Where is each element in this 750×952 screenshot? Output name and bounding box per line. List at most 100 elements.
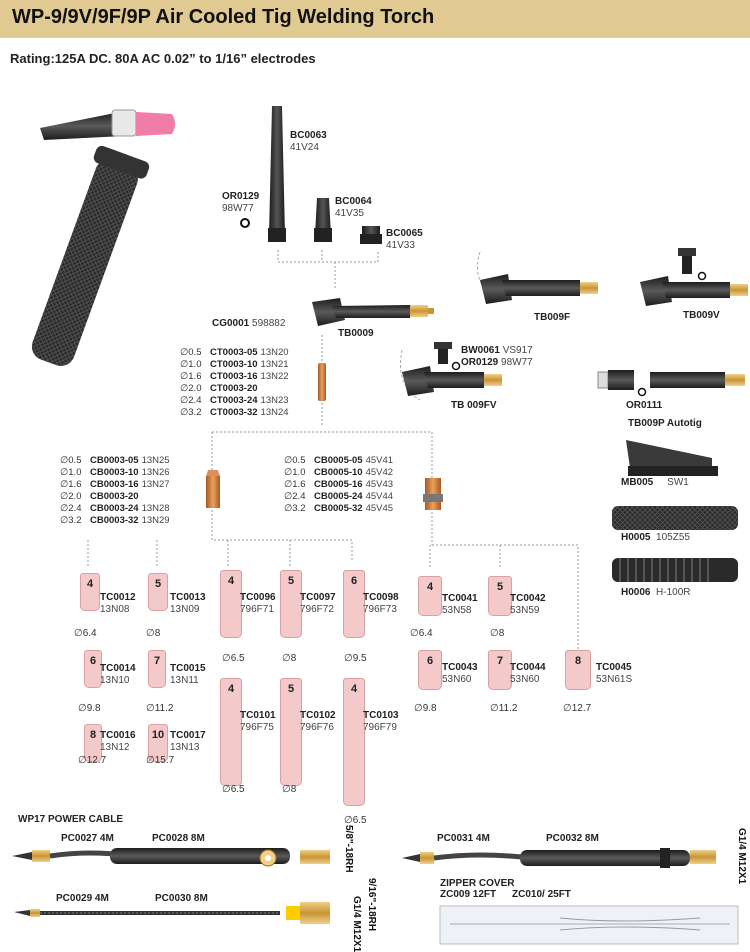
accessory-label: MB005 SW1 xyxy=(621,477,689,488)
cup-diameter: ∅8 xyxy=(146,628,161,639)
cup-size-number: 4 xyxy=(350,683,358,695)
cup-diameter: ∅12.7 xyxy=(78,755,107,766)
ceramic-cup: 6 xyxy=(418,650,442,690)
title-bar xyxy=(0,0,750,38)
cup-diameter: ∅11.2 xyxy=(146,703,174,714)
ceramic-cup: 6 xyxy=(84,650,102,688)
power-cable-3 xyxy=(402,848,716,868)
main-torch-illustration xyxy=(31,109,175,366)
cup-diameter: ∅9.5 xyxy=(344,653,367,664)
page-title: WP-9/9V/9F/9P Air Cooled Tig Welding Tor… xyxy=(12,6,435,28)
thread-label: G1/4 M12X1 xyxy=(736,828,747,885)
ceramic-cup: 5 xyxy=(148,573,168,611)
accessory-label: H0006 H-100R xyxy=(621,587,691,598)
cup-size-number: 4 xyxy=(227,683,235,695)
hose-h0006 xyxy=(612,558,738,582)
ceramic-cup: 10 xyxy=(148,724,168,762)
cup-size-number: 7 xyxy=(496,655,504,667)
zipper-cover-illustration xyxy=(439,905,739,945)
cable-label: PC0028 8M xyxy=(152,833,205,844)
cup-size-number: 8 xyxy=(574,655,582,667)
ceramic-cup: 7 xyxy=(488,650,512,690)
cup-size-number: 8 xyxy=(89,729,97,741)
cup-diameter: ∅9.8 xyxy=(78,703,101,714)
cable-label: PC0032 8M xyxy=(546,833,599,844)
torch-body-tb009f xyxy=(477,251,598,304)
cup-size-number: 4 xyxy=(227,575,235,587)
zipper-title: ZIPPER COVER xyxy=(440,878,515,889)
cup-size-number: 10 xyxy=(151,729,165,741)
ceramic-cup: 7 xyxy=(148,650,166,688)
cable-label: PC0027 4M xyxy=(61,833,114,844)
torch-body-tb009fv xyxy=(400,342,502,401)
cable-label: PC0030 8M xyxy=(155,893,208,904)
ceramic-cup: 8 xyxy=(84,724,102,762)
ceramic-cup: 5 xyxy=(488,576,512,616)
torch-body-tb009p xyxy=(597,370,745,397)
o-ring-label: OR0111 xyxy=(626,400,663,411)
cup-diameter: ∅12.7 xyxy=(563,703,592,714)
cup-diameter: ∅8 xyxy=(282,653,297,664)
ceramic-cup: 5 xyxy=(280,678,302,786)
ceramic-cup: 4 xyxy=(220,678,242,786)
cup-diameter: ∅8 xyxy=(282,784,297,795)
cup-diameter: ∅6.5 xyxy=(344,815,367,826)
gas-lens-holder-label: CG0001 598882 xyxy=(212,318,286,329)
rating-text: Rating:125A DC. 80A AC 0.02” to 1/16” el… xyxy=(10,51,316,66)
collet-body-illustration xyxy=(206,470,220,508)
cup-size-number: 4 xyxy=(86,578,94,590)
torch-body-label: TB0009 xyxy=(338,328,374,339)
power-cable-1 xyxy=(12,848,330,867)
power-cable-2 xyxy=(14,902,330,924)
switch-mb005 xyxy=(626,440,718,476)
cup-size-number: 4 xyxy=(426,581,434,593)
torch-body-tb009v xyxy=(640,248,748,306)
ceramic-cup: 5 xyxy=(280,570,302,638)
torch-body-label: TB009V xyxy=(683,310,720,321)
thread-label: G1/4 M12X1 xyxy=(351,896,362,952)
cup-size-number: 6 xyxy=(350,575,358,587)
ceramic-cup: 4 xyxy=(220,570,242,638)
torch-body-label: TB009P Autotig xyxy=(628,418,702,429)
cup-size-number: 7 xyxy=(153,655,161,667)
back-cap-short xyxy=(360,226,382,244)
accessory-label: H0005 105Z55 xyxy=(621,532,690,543)
cup-size-number: 5 xyxy=(496,581,504,593)
collet-illustration xyxy=(318,363,326,401)
thread-label: 5/8"-18RH xyxy=(343,825,354,873)
cup-diameter: ∅6.5 xyxy=(222,784,245,795)
cup-size-number: 6 xyxy=(426,655,434,667)
torch-body-label: TB009F xyxy=(534,312,571,323)
torch-body-label: TB 009FV xyxy=(451,400,497,411)
ceramic-cup: 8 xyxy=(565,650,591,690)
